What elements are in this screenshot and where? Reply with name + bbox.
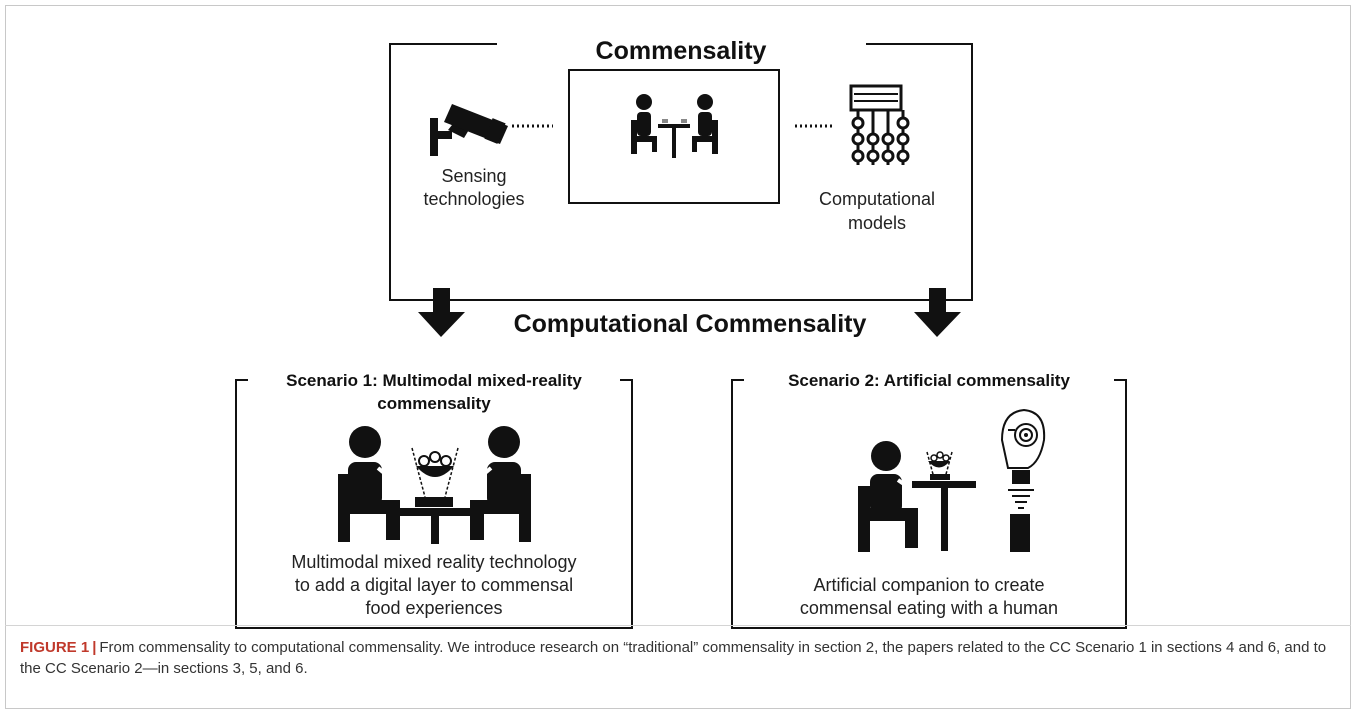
down-arrow-icon-left [418,288,465,337]
computational-commensality-title: Computational Commensality [514,310,867,338]
dining-people-icon [631,94,718,158]
scenario2-desc-line1: Artificial companion to create [813,575,1044,595]
scenario1-box: Scenario 1: Multimodal mixed-reality com… [235,371,633,629]
hologram-food-icon-2 [926,451,953,480]
robot-head-icon [1000,408,1046,552]
scenario2-desc-line2: commensal eating with a human [800,598,1058,618]
figure-caption: FIGURE 1|From commensality to computatio… [20,637,1338,679]
down-arrow-icon-right [914,288,961,337]
figure-frame [5,5,1351,709]
caption-separator [5,625,1351,626]
scenario1-desc-line3: food experiences [365,598,502,618]
diagram-canvas: Commensality Sensing technologies [235,37,1127,629]
figure-label-bar: | [92,639,97,656]
scenario1-title-line1: Scenario 1: Multimodal mixed-reality [286,371,582,390]
scenario2-box: Scenario 2: Artificial commensality [731,371,1127,629]
sensing-label-line1: Sensing [441,166,506,186]
sensing-label-line2: technologies [423,189,524,209]
neural-network-icon [849,84,910,165]
commensality-title: Commensality [596,37,767,65]
commensality-box: Commensality [389,37,973,301]
caption-text: From commensality to computational comme… [20,639,1327,677]
computational-label-line2: models [848,213,906,233]
two-people-hologram-icon [338,426,531,544]
scenario1-title-line2: commensality [377,394,491,413]
scenario2-title: Scenario 2: Artificial commensality [788,371,1070,390]
figure-label: FIGURE 1 [20,639,90,656]
hologram-food-icon [411,447,459,498]
scenario1-desc-line1: Multimodal mixed reality technology [291,552,576,572]
person-at-table-icon [858,441,976,552]
security-camera-icon [430,104,508,156]
scenario1-desc-line2: to add a digital layer to commensal [295,575,573,595]
computational-label-line1: Computational [819,189,935,209]
center-dining-box [568,69,780,204]
